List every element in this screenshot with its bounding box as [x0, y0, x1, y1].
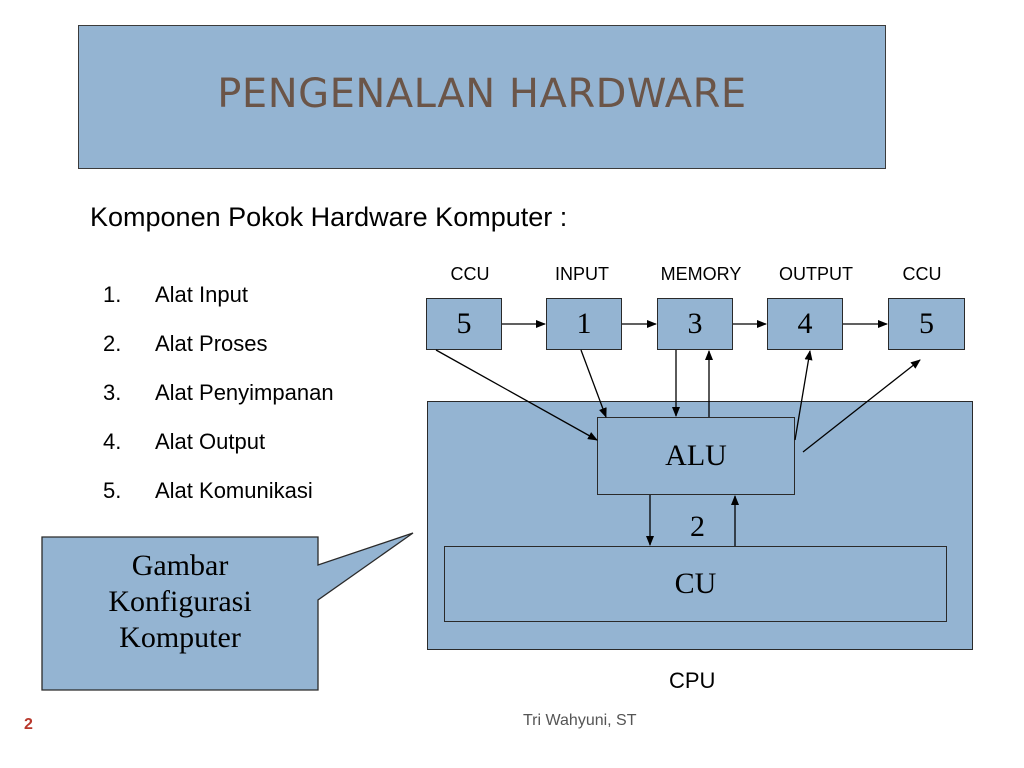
list-item-label: Alat Penyimpanan — [155, 379, 334, 405]
list-item-label: Alat Output — [155, 428, 266, 454]
callout-line: Gambar — [131, 549, 229, 582]
alu-box: ALU — [597, 417, 795, 495]
box-input: 1 — [546, 298, 622, 350]
list-item-number: 1. — [103, 281, 122, 307]
label-memory: MEMORY — [660, 264, 742, 284]
list-item: 2. Alat Proses — [103, 319, 334, 368]
cu-box: CU — [444, 546, 947, 622]
page-number: 2 — [24, 716, 33, 733]
label-ccu-right: CCU — [902, 264, 942, 284]
list-item: 4. Alat Output — [103, 417, 334, 466]
component-list: 1. Alat Input 2. Alat Proses 3. Alat Penyim… — [103, 270, 334, 515]
alu-cu-number: 2 — [690, 510, 705, 543]
arrow-alu-to-ccu — [802, 359, 921, 453]
callout-text: Gambar Konfigurasi Komputer — [42, 548, 318, 656]
list-item-label: Alat Komunikasi — [155, 477, 313, 503]
title-box: PENGENALAN HARDWARE — [78, 25, 886, 169]
footer-author: Tri Wahyuni, ST — [523, 712, 637, 729]
list-item: 1. Alat Input — [103, 270, 334, 319]
arrow-alu-to-output — [794, 350, 813, 441]
list-item-label: Alat Proses — [155, 330, 268, 356]
page-title: PENGENALAN HARDWARE — [217, 71, 747, 117]
list-item-number: 2. — [103, 330, 122, 356]
list-item-number: 5. — [103, 477, 122, 503]
arrow-ccu-to-alu — [435, 349, 598, 441]
list-item: 5. Alat Komunikasi — [103, 466, 334, 515]
arrow-input-to-alu — [580, 349, 607, 418]
callout-shape — [41, 532, 414, 691]
list-item-number: 3. — [103, 379, 122, 405]
callout-line: Konfigurasi — [108, 585, 252, 618]
list-item: 3. Alat Penyimpanan — [103, 368, 334, 417]
cpu-label: CPU — [669, 668, 716, 693]
callout-line: Komputer — [119, 621, 241, 654]
label-input: INPUT — [555, 264, 609, 284]
box-ccu-right: 5 — [888, 298, 965, 350]
subtitle: Komponen Pokok Hardware Komputer : — [90, 202, 568, 232]
box-memory: 3 — [657, 298, 733, 350]
label-output: OUTPUT — [779, 264, 853, 284]
list-item-number: 4. — [103, 428, 122, 454]
label-ccu-left: CCU — [450, 264, 490, 284]
box-ccu-left: 5 — [426, 298, 502, 350]
list-item-label: Alat Input — [155, 281, 248, 307]
box-output: 4 — [767, 298, 843, 350]
